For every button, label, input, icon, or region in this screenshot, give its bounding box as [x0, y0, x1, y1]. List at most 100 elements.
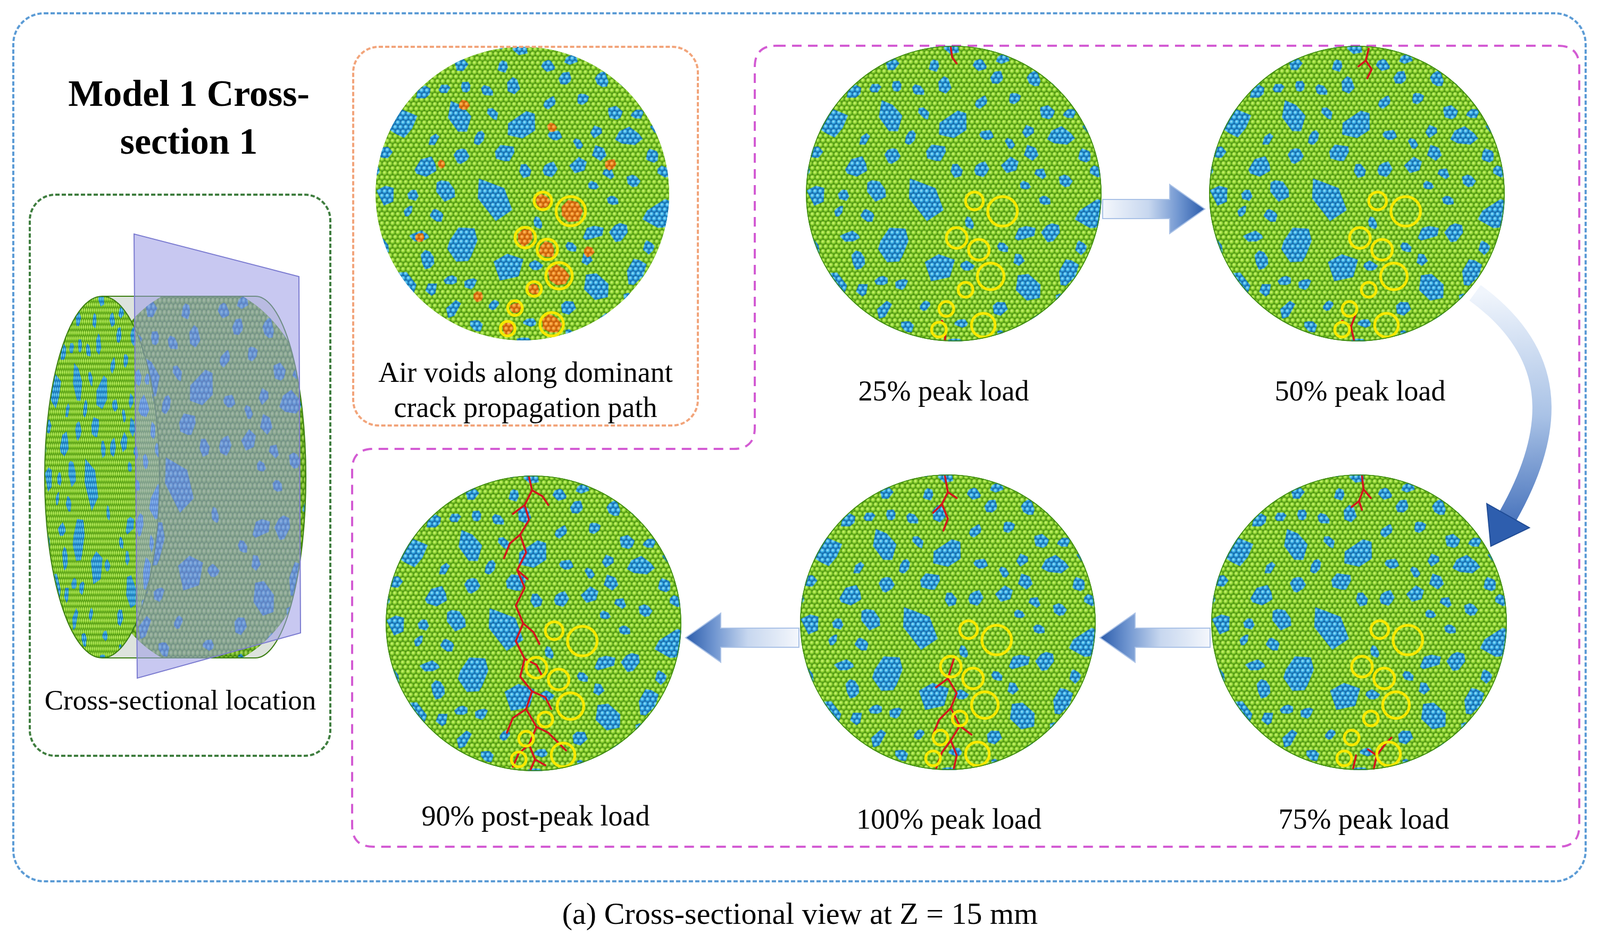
section-outline: [1209, 46, 1505, 341]
air-void-marker: [518, 731, 534, 747]
crack: [950, 47, 957, 64]
air-void-marker: [1393, 625, 1423, 656]
stage-label: 25% peak load: [858, 373, 1030, 408]
section-outline: [800, 475, 1096, 770]
stage-label: 100% peak load: [856, 802, 1042, 837]
flow-arrow: [1102, 184, 1205, 234]
cross-section: [378, 465, 697, 784]
air-void-marker: [539, 312, 564, 337]
air-void-marker: [1370, 620, 1389, 639]
air-void-marker: [952, 711, 968, 727]
air-void-marker: [526, 281, 542, 297]
air-voids: [415, 99, 617, 336]
air-void-marker: [526, 657, 547, 679]
crack: [1353, 755, 1357, 769]
flow-arrow-body: [1102, 184, 1205, 234]
load-stage: 100% peak load: [800, 474, 1096, 847]
air-void-marker: [940, 656, 962, 678]
crack: [506, 709, 527, 733]
section-outline: [386, 476, 681, 771]
air-void-marker: [511, 752, 527, 768]
air-void-marker: [971, 692, 998, 719]
air-void-marker: [1344, 730, 1360, 746]
crack: [523, 623, 540, 645]
section-outline: [1209, 45, 1505, 342]
crack: [947, 492, 957, 498]
air-void-marker: [971, 313, 995, 337]
air-void-marker: [500, 321, 516, 337]
crack: [536, 727, 567, 751]
air-void-marker: [1336, 751, 1352, 766]
crack: [932, 504, 943, 514]
figure-caption: (a) Cross-sectional view at Z = 15 mm: [562, 895, 1038, 932]
air-void-marker: [1374, 313, 1398, 337]
asphalt-mixture: [1201, 35, 1520, 354]
section-outline: [806, 46, 1102, 341]
load-stage: 25% peak load: [805, 45, 1102, 419]
panel-label: Air voids along dominant crack propagati…: [363, 354, 688, 425]
cross-section: [798, 35, 1117, 354]
air-void-panel: Air voids along dominant crack propagati…: [352, 45, 699, 427]
air-void-marker: [545, 262, 573, 290]
crack: [1351, 314, 1356, 340]
air-void-marker: [946, 227, 968, 249]
cross-section: [1201, 35, 1520, 354]
air-void-marker: [965, 742, 989, 766]
crack: [503, 534, 521, 558]
air-void-marker: [938, 301, 954, 317]
air-void-marker: [1361, 282, 1377, 298]
crack: [517, 570, 528, 580]
cross-section: [792, 464, 1111, 783]
crack: [1358, 60, 1366, 67]
air-void-marker: [534, 192, 552, 210]
asphalt-mixture: [792, 464, 1111, 783]
air-void-marker: [1368, 192, 1387, 210]
asphalt-mixture: [798, 35, 1117, 354]
air-void-marker: [1382, 692, 1410, 719]
air-void: [415, 99, 617, 336]
specimen-cylinder: [42, 234, 338, 685]
air-void-marker: [1371, 239, 1393, 261]
crack: [531, 691, 552, 710]
crack: [535, 759, 546, 766]
flow-arrow: [685, 613, 799, 663]
crack: [531, 490, 549, 506]
stage-label: 75% peak load: [1278, 802, 1450, 837]
air-void-marker: [545, 621, 563, 640]
air-void-marker: [957, 282, 973, 298]
crack: [1363, 489, 1371, 499]
air-void-marker: [932, 730, 948, 746]
air-void-marker: [551, 743, 575, 767]
cross-section: [368, 36, 685, 353]
flow-arrow: [1100, 613, 1211, 663]
air-void-marker: [968, 239, 990, 261]
air-void-marker: [965, 192, 983, 210]
air-void-marker: [537, 239, 558, 261]
air-void-marker: [925, 751, 941, 766]
asphalt-mixture: [378, 465, 697, 784]
air-void-marker: [931, 322, 947, 338]
panel-heading: Model 1 Cross-section 1: [50, 69, 328, 166]
air-void-marker: [1342, 301, 1357, 317]
air-void-marker: [1351, 656, 1373, 678]
crack: [959, 726, 972, 736]
cross-section: [1203, 464, 1522, 783]
air-void-marker: [987, 196, 1018, 227]
section-outline: [805, 45, 1102, 342]
flow-arrow-body: [1475, 292, 1543, 516]
asphalt-mixture: [1203, 464, 1522, 783]
air-void-marker: [981, 625, 1012, 656]
air-void-marker: [514, 227, 536, 248]
section-outline: [1211, 475, 1507, 770]
asphalt-mixture: [368, 36, 685, 353]
crack: [936, 678, 948, 688]
air-void-marker: [1349, 227, 1371, 249]
air-void-marker: [567, 626, 598, 657]
load-stage: 75% peak load: [1211, 474, 1507, 847]
air-void-marker: [1380, 263, 1407, 290]
crack: [1351, 501, 1360, 507]
air-void-marker: [555, 196, 586, 227]
air-void-marker: [1373, 668, 1395, 689]
section-outline: [385, 475, 682, 772]
